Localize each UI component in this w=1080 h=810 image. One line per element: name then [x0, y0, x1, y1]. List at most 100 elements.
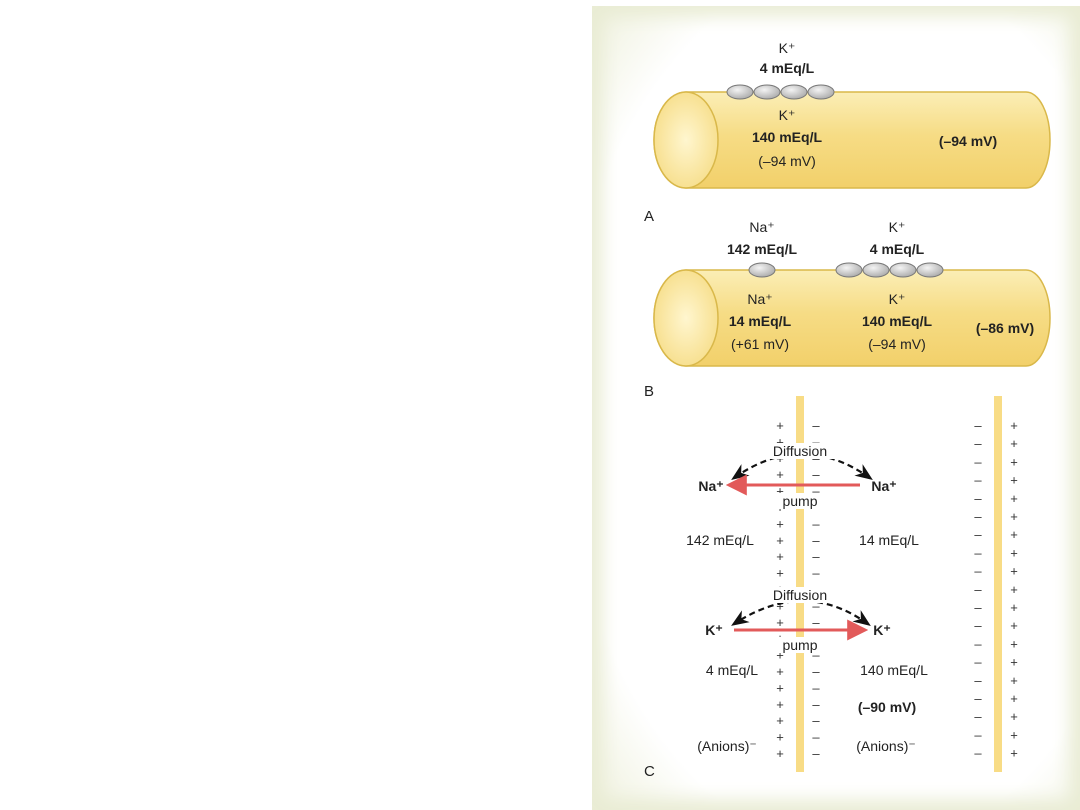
- label-backdrop: [764, 443, 836, 459]
- negative-charge: –: [812, 680, 820, 695]
- k-outside-ion: K⁺: [705, 622, 723, 638]
- negative-charge: –: [812, 516, 820, 531]
- k-channel: [862, 262, 890, 278]
- label-backdrop: [776, 493, 826, 509]
- potassium-channels-a: [726, 84, 835, 100]
- b-k-inside-conc: 140 mEq/L: [862, 313, 932, 329]
- k-channel: [780, 84, 808, 100]
- a-nernst-potential: (–94 mV): [758, 153, 816, 169]
- b-k-nernst: (–94 mV): [868, 336, 926, 352]
- positive-charge: +: [1010, 436, 1018, 451]
- b-na-inside-conc: 14 mEq/L: [729, 313, 792, 329]
- positive-charge: +: [1010, 691, 1018, 706]
- b-na-outside-ion: Na⁺: [749, 219, 774, 235]
- negative-charge: –: [974, 509, 982, 524]
- potassium-channels-b: [835, 262, 944, 278]
- b-membrane-potential: (–86 mV): [976, 320, 1034, 336]
- k-outside-conc: 4 mEq/L: [706, 662, 758, 678]
- k-pump-label: pump: [782, 637, 817, 653]
- na-pump-label: pump: [782, 493, 817, 509]
- na-outside-ion: Na⁺: [698, 478, 723, 494]
- positive-charge: +: [1010, 709, 1018, 724]
- b-na-nernst: (+61 mV): [731, 336, 789, 352]
- positive-charge: +: [776, 713, 784, 728]
- b-k-inside-ion: K⁺: [889, 291, 906, 307]
- negative-charge: –: [974, 545, 982, 560]
- label-backdrop: [776, 637, 826, 653]
- positive-charge: +: [1010, 564, 1018, 579]
- k-channel: [753, 84, 781, 100]
- positive-charge: +: [1010, 527, 1018, 542]
- fiber-end-cap-a: [653, 91, 719, 189]
- a-outside-conc: 4 mEq/L: [760, 60, 815, 76]
- negative-charge: –: [974, 600, 982, 615]
- k-channel: [889, 262, 917, 278]
- negative-charge: –: [974, 491, 982, 506]
- positive-charge: +: [1010, 673, 1018, 688]
- positive-charge: +: [776, 664, 784, 679]
- negative-charge: –: [974, 746, 982, 761]
- positive-charge: +: [776, 680, 784, 695]
- panel-c-letter: C: [644, 763, 655, 780]
- c-membrane-potential: (–90 mV): [858, 699, 916, 715]
- positive-charge: +: [1010, 582, 1018, 597]
- panel-c: + – + – + – + – + – + – + – + – + – + – + – + – + – + – + – + – + – + – + – + –…: [644, 396, 1018, 780]
- negative-charge: –: [812, 664, 820, 679]
- b-na-inside-ion: Na⁺: [747, 291, 772, 307]
- positive-charge: +: [1010, 491, 1018, 506]
- positive-charge: +: [1010, 636, 1018, 651]
- positive-charge: +: [776, 533, 784, 548]
- negative-charge: –: [974, 582, 982, 597]
- positive-charge: +: [776, 467, 784, 482]
- a-membrane-potential: (–94 mV): [939, 133, 997, 149]
- k-inside-conc: 140 mEq/L: [860, 662, 928, 678]
- na-inside-ion: Na⁺: [871, 478, 896, 494]
- positive-charge: +: [1010, 545, 1018, 560]
- negative-charge: –: [812, 434, 820, 449]
- negative-charge: –: [974, 691, 982, 706]
- negative-charge: –: [974, 636, 982, 651]
- positive-charge: +: [776, 746, 784, 761]
- positive-charge: +: [1010, 509, 1018, 524]
- negative-charge: –: [974, 436, 982, 451]
- na-channel: [748, 262, 776, 278]
- negative-charge: –: [974, 727, 982, 742]
- label-backdrop: [764, 587, 836, 603]
- positive-charge: +: [776, 516, 784, 531]
- anions-outside: (Anions)⁻: [697, 738, 757, 754]
- negative-charge: –: [812, 418, 820, 433]
- negative-charge: –: [974, 709, 982, 724]
- k-channel: [726, 84, 754, 100]
- k-diffusion-label: Diffusion: [773, 587, 827, 603]
- membrane-potential-diagram: K⁺ 4 mEq/L K⁺ 140 mEq/L (–94 mV) (–94 mV…: [644, 40, 1051, 780]
- positive-charge: +: [776, 549, 784, 564]
- k-channel: [835, 262, 863, 278]
- positive-charge: +: [1010, 746, 1018, 761]
- negative-charge: –: [812, 713, 820, 728]
- a-inside-conc: 140 mEq/L: [752, 129, 822, 145]
- na-inside-conc: 14 mEq/L: [859, 532, 919, 548]
- negative-charge: –: [812, 549, 820, 564]
- negative-charge: –: [974, 673, 982, 688]
- negative-charge: –: [974, 618, 982, 633]
- a-outside-ion: K⁺: [779, 40, 796, 56]
- positive-charge: +: [776, 615, 784, 630]
- negative-charge: –: [974, 564, 982, 579]
- b-k-outside-conc: 4 mEq/L: [870, 241, 925, 257]
- positive-charge: +: [776, 566, 784, 581]
- negative-charge: –: [812, 467, 820, 482]
- negative-charge: –: [974, 473, 982, 488]
- na-outside-conc: 142 mEq/L: [686, 532, 754, 548]
- positive-charge: +: [1010, 727, 1018, 742]
- positive-charge: +: [776, 697, 784, 712]
- positive-charge: +: [776, 598, 784, 613]
- positive-charge: +: [1010, 600, 1018, 615]
- panel-b: Na⁺ 142 mEq/L K⁺ 4 mEq/L Na⁺ 14 mEq/L (+…: [644, 219, 1051, 400]
- positive-charge: +: [776, 484, 784, 499]
- panel-a: K⁺ 4 mEq/L K⁺ 140 mEq/L (–94 mV) (–94 mV…: [644, 40, 1051, 225]
- positive-charge: +: [776, 418, 784, 433]
- na-diffusion-label: Diffusion: [773, 443, 827, 459]
- figure-panel: K⁺ 4 mEq/L K⁺ 140 mEq/L (–94 mV) (–94 mV…: [592, 6, 1080, 810]
- positive-charge: +: [1010, 618, 1018, 633]
- positive-charge: +: [776, 648, 784, 663]
